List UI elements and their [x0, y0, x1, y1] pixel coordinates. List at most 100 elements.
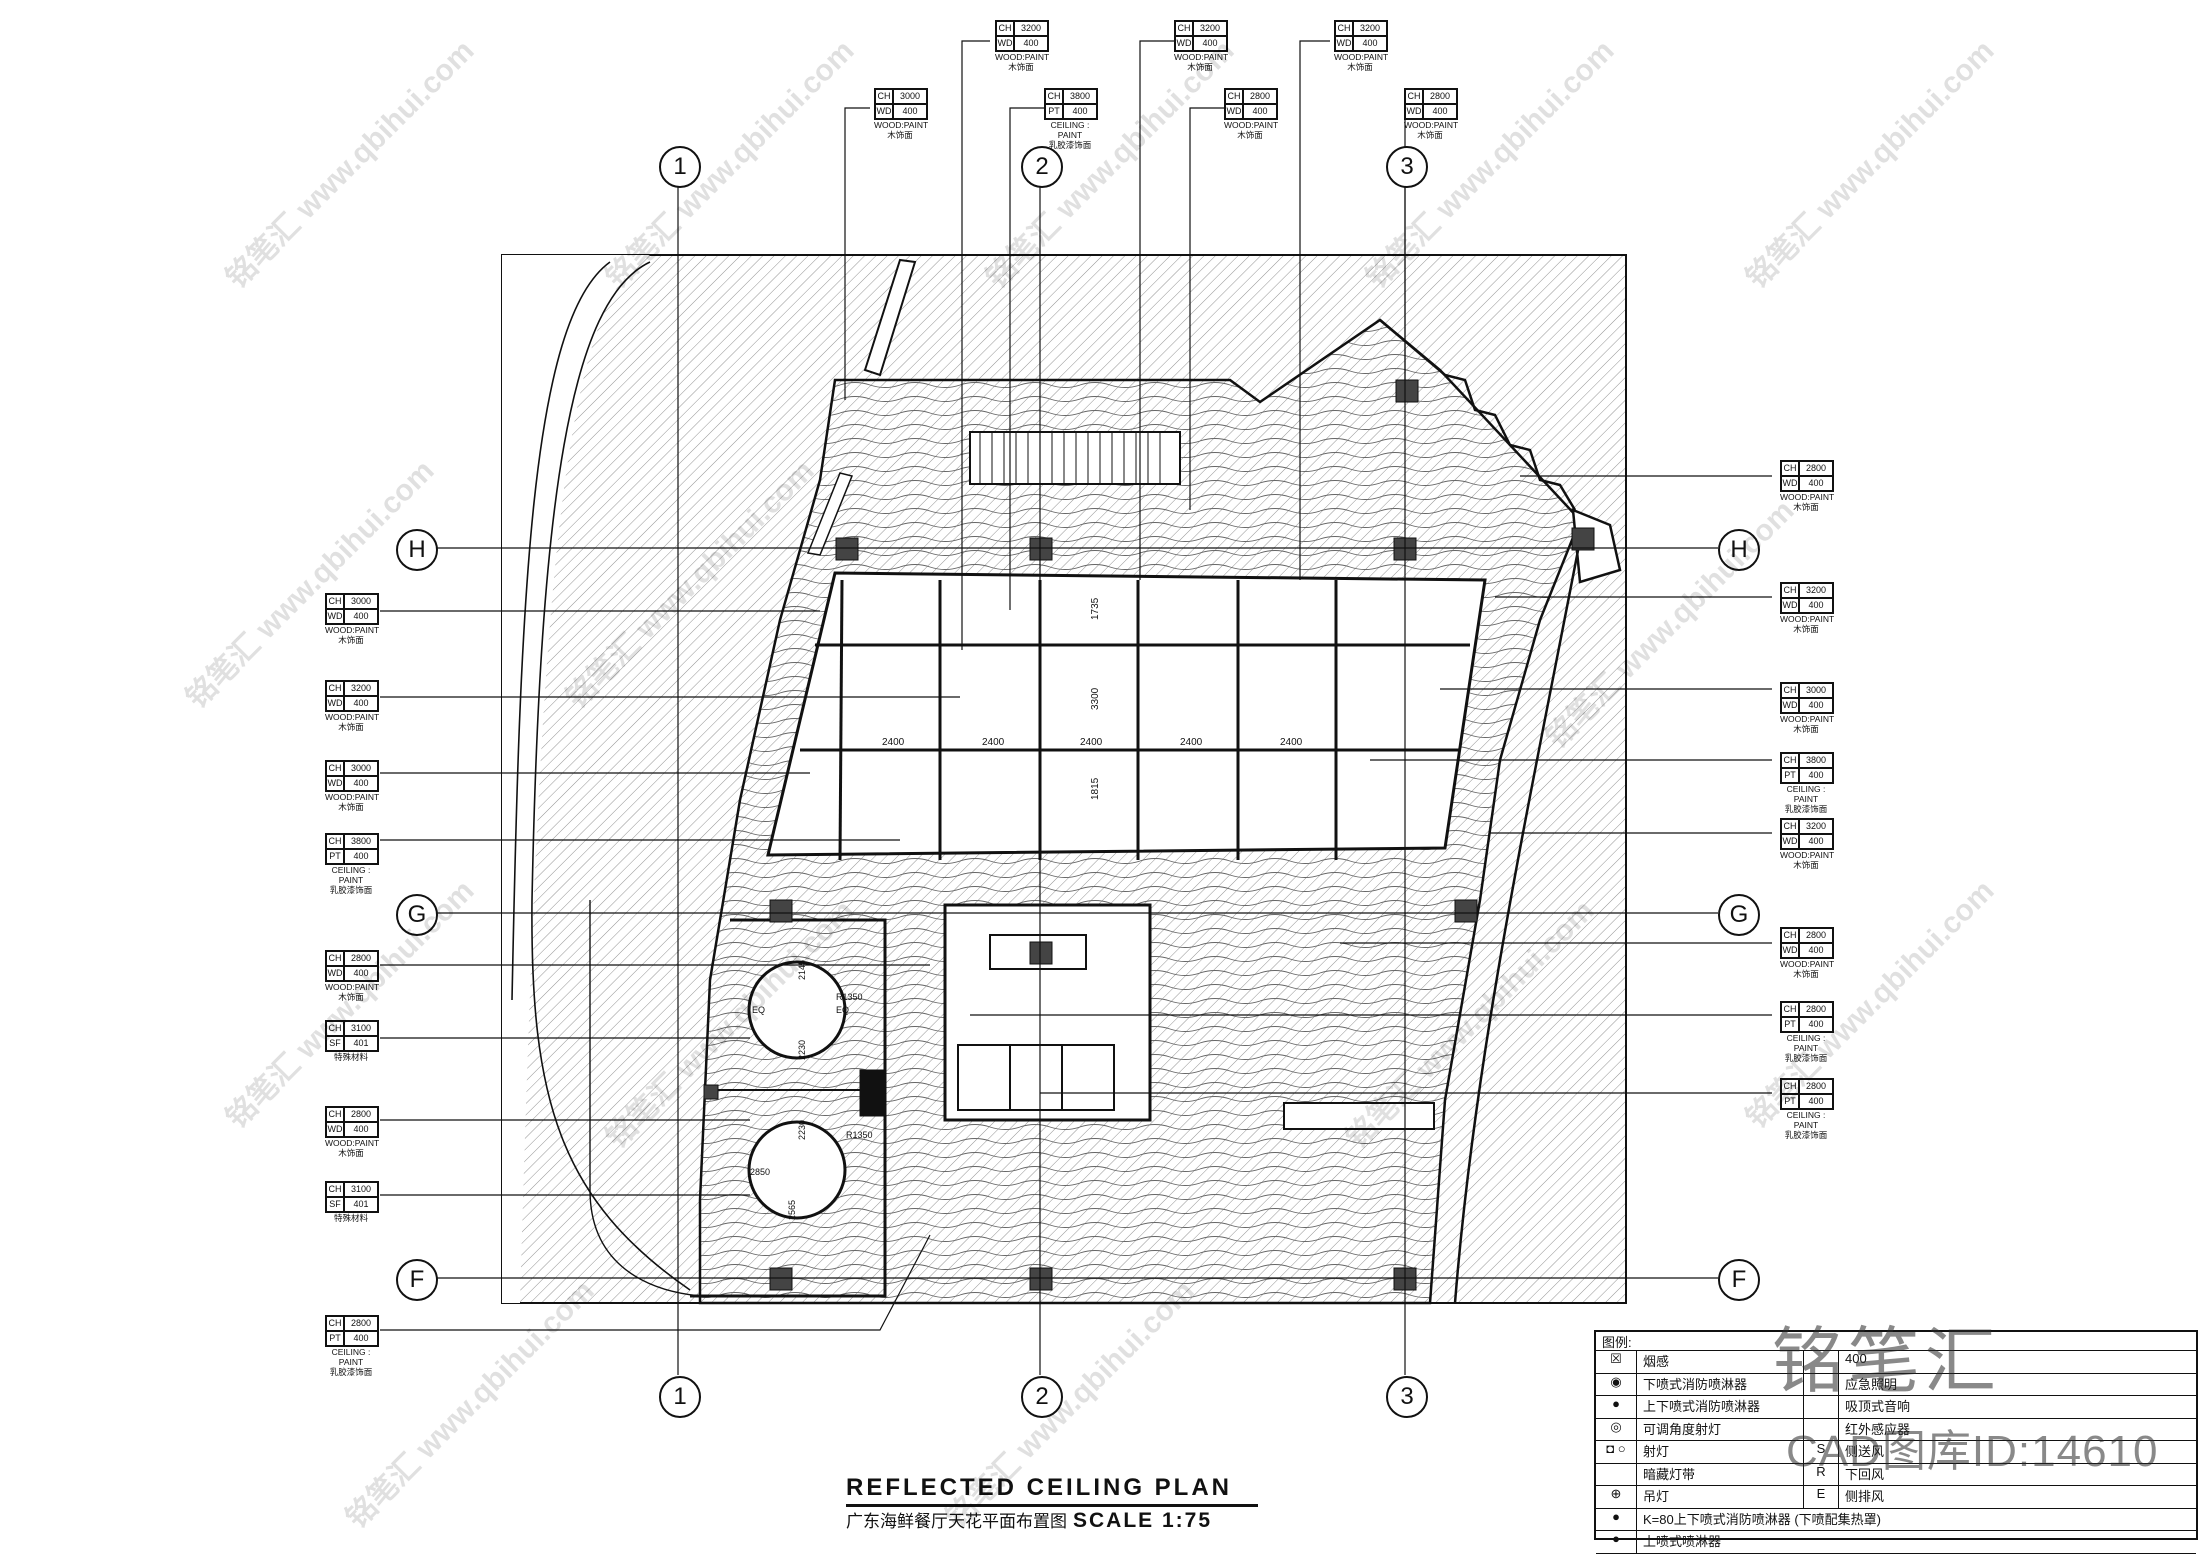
subtitle-chinese: 广东海鲜餐厅天花平面布置图	[846, 1512, 1067, 1531]
svg-text:2400: 2400	[1180, 737, 1203, 748]
tag-code-value: 400	[1799, 598, 1833, 613]
brand-id: CAD图库ID:14610	[1786, 1427, 2159, 1476]
drawing-title: REFLECTED CEILING PLAN	[846, 1474, 1233, 1501]
grid-column-1-top: 1	[659, 146, 701, 188]
exterior-curve	[502, 255, 650, 1303]
legend-label-2: 下回风	[1845, 1466, 1885, 1482]
tag-code: PT	[1781, 768, 1799, 783]
tag-code-value: 400	[1799, 943, 1833, 958]
tag-ch-label: CH	[996, 21, 1014, 36]
legend-label-2: 侧排风	[1845, 1489, 1885, 1504]
tag-material: WOOD:PAINT	[325, 712, 380, 722]
tag-material-cn: 乳胶漆饰面	[1048, 140, 1092, 150]
brand-logo: 铭笔汇	[1772, 1319, 2001, 1403]
tag-ch-label: CH	[1175, 21, 1193, 36]
tag-ch-label: CH	[1781, 683, 1799, 698]
tag-code: WD	[1781, 598, 1799, 613]
tag-ch-label: CH	[326, 1182, 344, 1197]
legend-label-2: 侧送风	[1845, 1444, 1885, 1459]
drawing-scale: SCALE 1:75	[1073, 1509, 1213, 1532]
tag-material-cn: 木饰面	[1187, 62, 1213, 72]
legend-symbol-2	[1804, 1373, 1839, 1395]
tag-material: WOOD:PAINT	[874, 120, 929, 130]
grid-row-g-left: G	[396, 894, 438, 936]
tag-ch-value: 3200	[1799, 819, 1833, 834]
tag-material-cn: 乳胶漆饰面	[1784, 1130, 1828, 1140]
legend-symbol: ●	[1596, 1396, 1637, 1418]
tag-ch-value: 2800	[344, 1316, 378, 1331]
tag-material-cn: 乳胶漆饰面	[329, 885, 373, 895]
tag-material-cn: 木饰面	[338, 992, 364, 1002]
grid-column-3-top: 3	[1386, 146, 1428, 188]
svg-text:2400: 2400	[882, 737, 905, 748]
tag-material: WOOD:PAINT	[1334, 52, 1389, 62]
grid-column-3-bottom: 3	[1386, 1376, 1428, 1418]
tag-code-value: 400	[344, 966, 378, 981]
dimension-labels: 2400 2400 2400 2400 2400 1735 3300 1815	[882, 597, 1303, 800]
tag-material-cn: 木饰面	[1237, 130, 1263, 140]
tag-code-value: 400	[1799, 768, 1833, 783]
tag-code: WD	[326, 966, 344, 981]
tag-material: CEILING : PAINT	[1786, 1110, 1826, 1130]
tag-code: WD	[996, 36, 1014, 51]
tag-code: SF	[326, 1036, 344, 1051]
legend-symbol-2: E	[1804, 1486, 1839, 1508]
tag-ch-label: CH	[1781, 583, 1799, 598]
tag-material: WOOD:PAINT	[1174, 52, 1229, 62]
tag-material-cn: 木饰面	[1793, 624, 1819, 634]
tag-code: WD	[1225, 104, 1243, 119]
tag-ch-value: 3200	[344, 681, 378, 696]
drawing-subtitle: 广东海鲜餐厅天花平面布置图 SCALE 1:75	[846, 1507, 1212, 1533]
tag-code: WD	[1405, 104, 1423, 119]
tag-material-cn: 特殊材料	[333, 1213, 368, 1223]
tag-material: WOOD:PAINT	[1224, 120, 1279, 130]
tag-ch-value: 2800	[1799, 928, 1833, 943]
tag-ch-label: CH	[875, 89, 893, 104]
legend-label: K=80上下喷式消防喷淋器 (下喷配集热罩)	[1643, 1511, 1881, 1527]
legend-symbol-2: S	[1804, 1441, 1839, 1463]
tag-ch-value: 3800	[1063, 89, 1097, 104]
legend-label: 吊灯	[1637, 1486, 1804, 1508]
tag-ch-label: CH	[326, 1316, 344, 1331]
tag-material: WOOD:PAINT	[1780, 714, 1835, 724]
tag-code: PT	[326, 849, 344, 864]
tag-material: WOOD:PAINT	[325, 1138, 380, 1148]
tag-code: WD	[1781, 943, 1799, 958]
tag-material: CEILING : PAINT	[1050, 120, 1090, 140]
small-dimension-labels: 2145 2230 2230 2850 2565 R1350 R1350 EQ …	[750, 960, 873, 1220]
tag-code: WD	[1175, 36, 1193, 51]
tag-material-cn: 木饰面	[1793, 969, 1819, 979]
svg-text:2230: 2230	[797, 1120, 807, 1140]
grid-row-h-left: H	[396, 529, 438, 571]
svg-text:1815: 1815	[1090, 777, 1101, 800]
tag-material-cn: 木饰面	[1347, 62, 1373, 72]
legend-row: ◎可调角度射灯红外感应器	[1596, 1418, 2196, 1441]
tag-ch-label: CH	[326, 1107, 344, 1122]
leader-lines	[380, 40, 1772, 1331]
tag-ch-label: CH	[1045, 89, 1063, 104]
tag-material: WOOD:PAINT	[325, 982, 380, 992]
legend-label: 射灯	[1637, 1441, 1804, 1463]
tag-code-value: 400	[344, 696, 378, 711]
tag-code-value: 400	[344, 1122, 378, 1137]
legend-label: 上喷式喷淋器	[1643, 1534, 1722, 1549]
tag-code: WD	[326, 696, 344, 711]
tag-ch-label: CH	[1225, 89, 1243, 104]
